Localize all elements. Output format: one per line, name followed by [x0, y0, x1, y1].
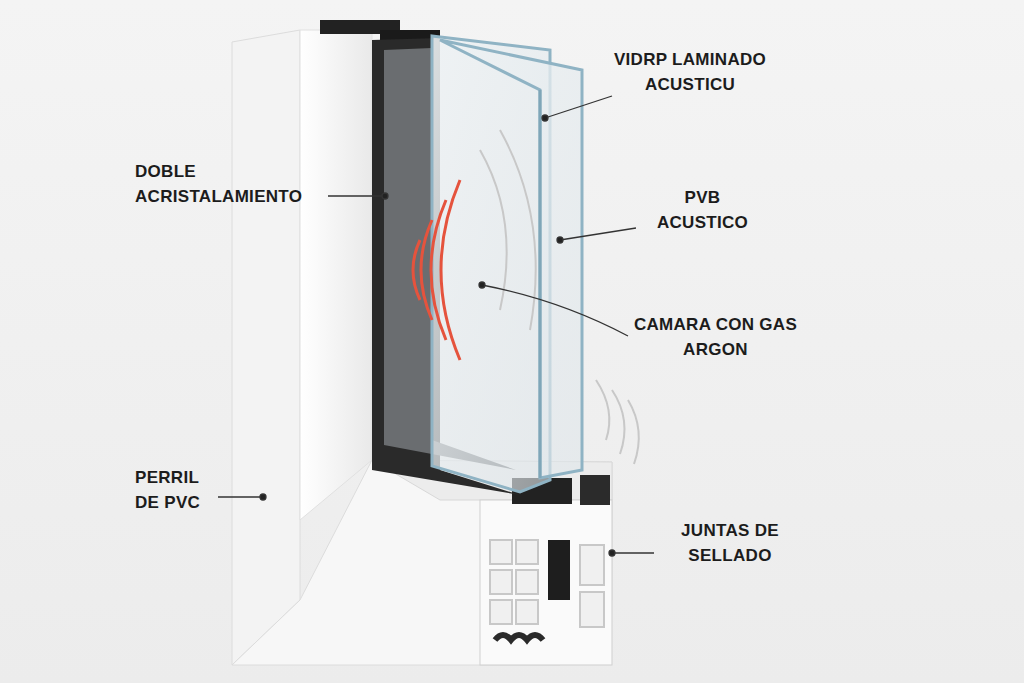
part-label: PVB ACUSTICO	[645, 185, 760, 235]
part-label: CAMARA CON GAS ARGON	[633, 312, 798, 362]
sound-waves-faded	[480, 130, 639, 464]
sound-waves	[413, 180, 460, 360]
leader-dot	[609, 550, 615, 556]
glass-pane-front	[440, 40, 582, 478]
leader-dot	[557, 237, 563, 243]
profile-gasket	[495, 635, 543, 640]
sound-wave	[500, 130, 536, 330]
sound-wave	[596, 380, 609, 440]
chamber	[516, 600, 538, 624]
part-label: VIDRP LAMINADO ACUSTICU	[590, 47, 790, 97]
chamber	[516, 540, 538, 564]
profile-section	[480, 500, 612, 665]
profile-chambers	[490, 540, 604, 627]
steel-reinforcement	[548, 540, 570, 600]
chamber	[580, 592, 604, 627]
part-label: JUNTAS DE SELLADO	[660, 518, 800, 568]
sound-wave	[480, 150, 507, 310]
leader-line	[328, 195, 385, 196]
leader-dot	[542, 115, 548, 121]
pvc-profile-vertical	[232, 30, 300, 665]
sound-wave	[431, 200, 446, 340]
leader-dot	[382, 193, 388, 199]
leader-dot	[260, 494, 266, 500]
sealing-gasket	[580, 475, 610, 505]
chamber	[516, 570, 538, 594]
sound-wave	[413, 240, 420, 300]
part-label: PERRIL DE PVC	[135, 465, 225, 515]
leader-line	[218, 496, 263, 497]
pvc-profile-front	[300, 30, 372, 520]
sound-wave	[441, 180, 460, 360]
glass-edge	[539, 90, 542, 478]
leader-line	[612, 552, 654, 553]
leader-dot	[479, 282, 485, 288]
sound-wave	[628, 400, 639, 464]
leader-line	[545, 96, 612, 118]
part-label: DOBLE ACRISTALAMIENTO	[135, 159, 320, 209]
leader-lines	[218, 96, 654, 556]
chamber	[490, 570, 512, 594]
pvc-profile-bottom	[232, 460, 612, 665]
leader-line	[482, 285, 628, 336]
chamber	[580, 545, 604, 585]
leader-line	[560, 228, 636, 240]
sound-wave	[612, 390, 625, 454]
glass-pane-back	[432, 36, 550, 492]
chamber	[490, 600, 512, 624]
chamber	[490, 540, 512, 564]
